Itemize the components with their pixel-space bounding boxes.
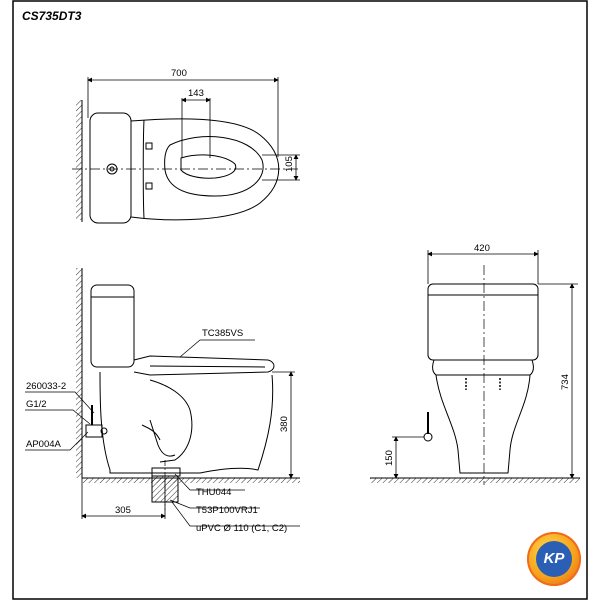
dim-width-front: 420 — [474, 243, 490, 254]
label-seat: TC385VS — [202, 328, 243, 339]
side-view-floor — [82, 478, 300, 483]
top-view-tank — [89, 112, 132, 224]
sheet-border — [12, 0, 588, 600]
brand-logo-mark: KP — [536, 541, 572, 577]
label-valve: AP004A — [26, 439, 62, 450]
label-valve-code: 260033-2 — [26, 381, 66, 392]
dim-centre: 105 — [284, 156, 295, 172]
brand-logo: KP — [527, 532, 581, 586]
dim-rough-in: 305 — [115, 505, 131, 516]
dim-height-front: 734 — [560, 374, 571, 390]
label-pipe: uPVC Ø 110 (C1, C2) — [196, 523, 287, 534]
dim-height-seat: 380 — [279, 416, 290, 432]
side-view-bowl — [99, 371, 274, 474]
front-view-floor — [370, 478, 580, 483]
side-view — [25, 268, 300, 527]
front-view — [370, 250, 580, 485]
label-valve-thread: G1/2 — [26, 399, 47, 410]
label-flange: THU044 — [196, 487, 231, 498]
dim-inlet-height: 150 — [384, 450, 395, 466]
dim-width-top: 700 — [171, 68, 187, 79]
side-view-wall — [76, 268, 82, 478]
front-view-valve — [423, 432, 433, 442]
side-view-seat — [133, 355, 275, 376]
angle-valve — [85, 424, 103, 438]
dim-seat-offset: 143 — [188, 88, 204, 99]
side-view-tank — [90, 284, 135, 368]
model-title: CS735DT3 — [22, 9, 82, 23]
top-view — [72, 77, 300, 224]
label-pipe-part: T53P100VRJ1 — [196, 505, 258, 516]
front-view-bowl — [435, 374, 531, 474]
top-view-wall — [76, 100, 82, 220]
